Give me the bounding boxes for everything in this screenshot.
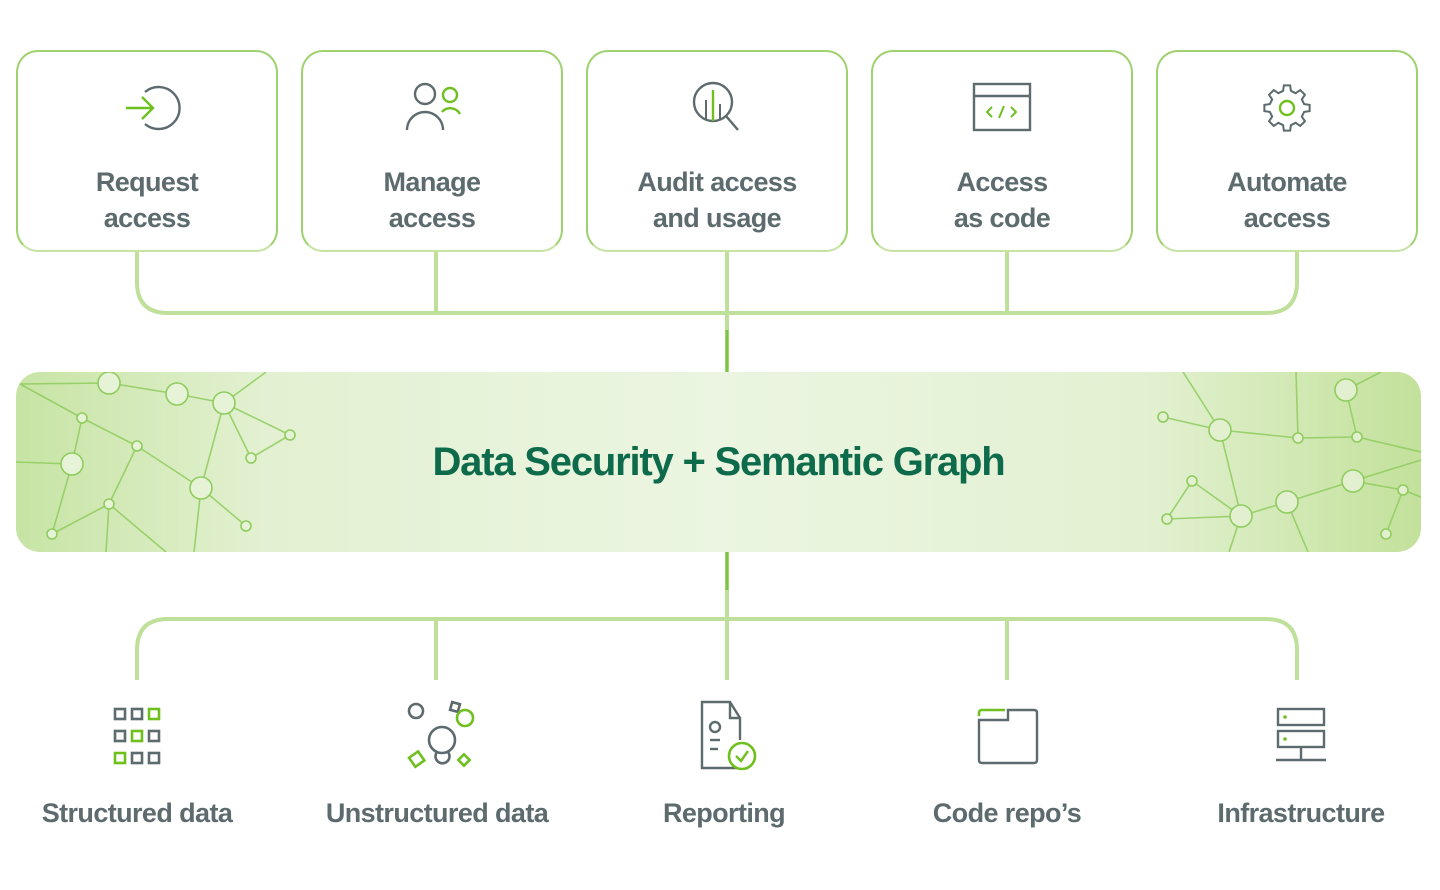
card-automate-access: Automate access	[1156, 50, 1418, 252]
label-line-2: and usage	[652, 203, 782, 233]
band-title: Data Security + Semantic Graph	[432, 440, 1005, 484]
label-line-1: Access	[956, 167, 1049, 197]
code-window-icon	[972, 82, 1032, 132]
top-connector-bus	[135, 252, 1299, 315]
card-label: Audit access and usage	[588, 164, 846, 236]
network-graph-left-decoration	[16, 372, 296, 552]
card-access-as-code: Access as code	[871, 50, 1133, 252]
source-label: Structured data	[41, 798, 233, 828]
network-graph-right-decoration	[1157, 372, 1421, 552]
source-reporting: Reporting	[579, 700, 869, 829]
manage-users-icon	[405, 82, 462, 131]
label-line-1: Manage	[383, 167, 482, 197]
label-line-2: access	[103, 203, 191, 233]
source-label: Reporting	[662, 798, 786, 828]
semantic-graph-band: Data Security + Semantic Graph	[16, 372, 1421, 552]
source-label: Infrastructure	[1217, 798, 1385, 828]
label-line-2: access	[388, 203, 476, 233]
card-label: Automate access	[1158, 164, 1416, 236]
request-access-icon	[126, 85, 181, 131]
card-request-access: Request access	[16, 50, 278, 252]
card-label: Manage access	[303, 164, 561, 236]
audit-magnifier-icon	[692, 81, 739, 131]
label-line-1: Audit access	[637, 167, 797, 197]
scattered-shapes-icon	[407, 700, 475, 769]
folder-icon	[977, 708, 1039, 765]
source-infrastructure: Infrastructure	[1156, 700, 1440, 829]
source-unstructured-data: Unstructured data	[292, 700, 582, 829]
card-label: Access as code	[873, 164, 1131, 236]
bottom-connector-bus	[135, 617, 1299, 680]
source-structured-data: Structured data	[0, 700, 282, 829]
label-line-2: as code	[953, 203, 1051, 233]
source-code-repos: Code repo’s	[862, 700, 1152, 829]
label-line-1: Automate	[1227, 167, 1347, 197]
card-audit-access: Audit access and usage	[586, 50, 848, 252]
server-icon	[1276, 707, 1326, 762]
source-label: Code repo’s	[932, 798, 1082, 828]
card-label: Request access	[18, 164, 276, 236]
gear-icon	[1263, 84, 1311, 132]
label-line-2: access	[1243, 203, 1331, 233]
source-label: Unstructured data	[325, 798, 549, 828]
report-check-icon	[700, 700, 757, 771]
card-manage-access: Manage access	[301, 50, 563, 252]
grid-icon	[113, 707, 161, 765]
label-line-1: Request	[95, 167, 199, 197]
